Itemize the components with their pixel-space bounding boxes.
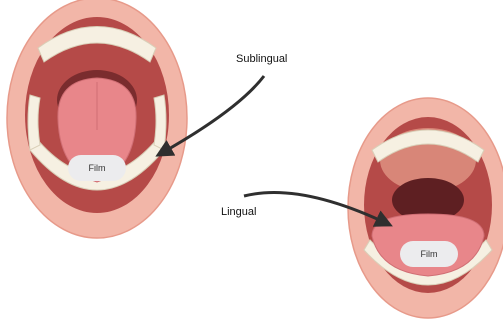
lingual-label: Lingual — [221, 206, 256, 218]
right-film-label: Film — [401, 242, 457, 266]
left-mouth — [7, 0, 187, 238]
sublingual-label: Sublingual — [236, 53, 287, 65]
right-mouth — [348, 98, 503, 318]
left-film-label: Film — [69, 156, 125, 180]
